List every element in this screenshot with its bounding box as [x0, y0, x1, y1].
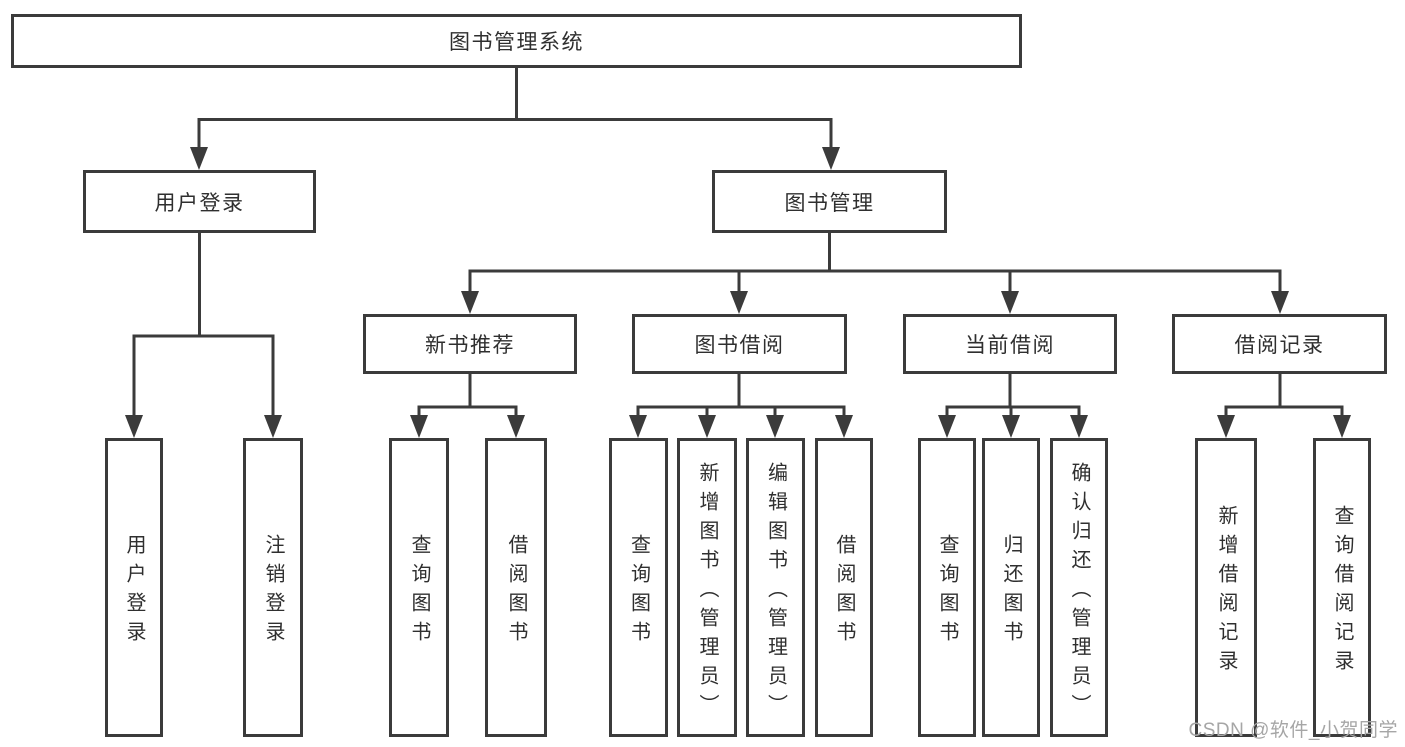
node-label: 图书管理 — [784, 191, 875, 215]
node-label: 当前借阅 — [965, 334, 1055, 357]
node-logout: 注销登录 — [243, 438, 303, 737]
node-label: 借阅图书 — [505, 534, 527, 650]
node-edit-book-admin: 编辑图书（管理员） — [746, 438, 805, 737]
node-book-management: 图书管理 — [712, 170, 947, 233]
node-label: 归还图书 — [1000, 534, 1022, 650]
node-label: 查询图书 — [936, 534, 958, 650]
node-label: 确认归还（管理员） — [1068, 461, 1090, 723]
node-query-borrow-record: 查询借阅记录 — [1313, 438, 1371, 737]
node-label: 新增图书（管理员） — [696, 461, 718, 723]
node-label: 新增借阅记录 — [1215, 505, 1237, 679]
node-label: 新书推荐 — [425, 334, 515, 357]
node-query-books-borrowing: 查询图书 — [609, 438, 668, 737]
node-add-borrow-record: 新增借阅记录 — [1195, 438, 1257, 737]
node-label: 查询借阅记录 — [1331, 505, 1353, 679]
node-user-login-leaf: 用户登录 — [105, 438, 163, 737]
node-book-borrowing: 图书借阅 — [632, 314, 847, 374]
node-borrowing-records: 借阅记录 — [1172, 314, 1387, 374]
csdn-watermark: CSDN @软件_小贺同学 — [1188, 720, 1398, 741]
node-label: 借阅图书 — [833, 534, 855, 650]
node-query-books-current: 查询图书 — [918, 438, 976, 737]
node-confirm-return-admin: 确认归还（管理员） — [1050, 438, 1108, 737]
node-label: 注销登录 — [262, 534, 284, 650]
node-label: 编辑图书（管理员） — [764, 461, 787, 723]
node-user-login: 用户登录 — [83, 170, 316, 233]
node-current-borrowing: 当前借阅 — [903, 314, 1117, 374]
node-label: 查询图书 — [627, 534, 650, 650]
node-borrow-books-recommendation: 借阅图书 — [485, 438, 547, 737]
node-add-book-admin: 新增图书（管理员） — [677, 438, 737, 737]
node-library-management-system: 图书管理系统 — [11, 14, 1022, 68]
node-borrow-books-leaf: 借阅图书 — [815, 438, 873, 737]
node-query-books-recommendation: 查询图书 — [389, 438, 449, 737]
node-label: 查询图书 — [408, 534, 430, 650]
node-label: 图书借阅 — [694, 334, 785, 357]
node-label: 图书管理系统 — [449, 31, 584, 54]
node-label: 借阅记录 — [1234, 334, 1325, 357]
node-return-books: 归还图书 — [982, 438, 1040, 737]
node-label: 用户登录 — [123, 534, 145, 650]
node-label: 用户登录 — [154, 191, 245, 215]
node-new-book-recommendation: 新书推荐 — [363, 314, 577, 374]
